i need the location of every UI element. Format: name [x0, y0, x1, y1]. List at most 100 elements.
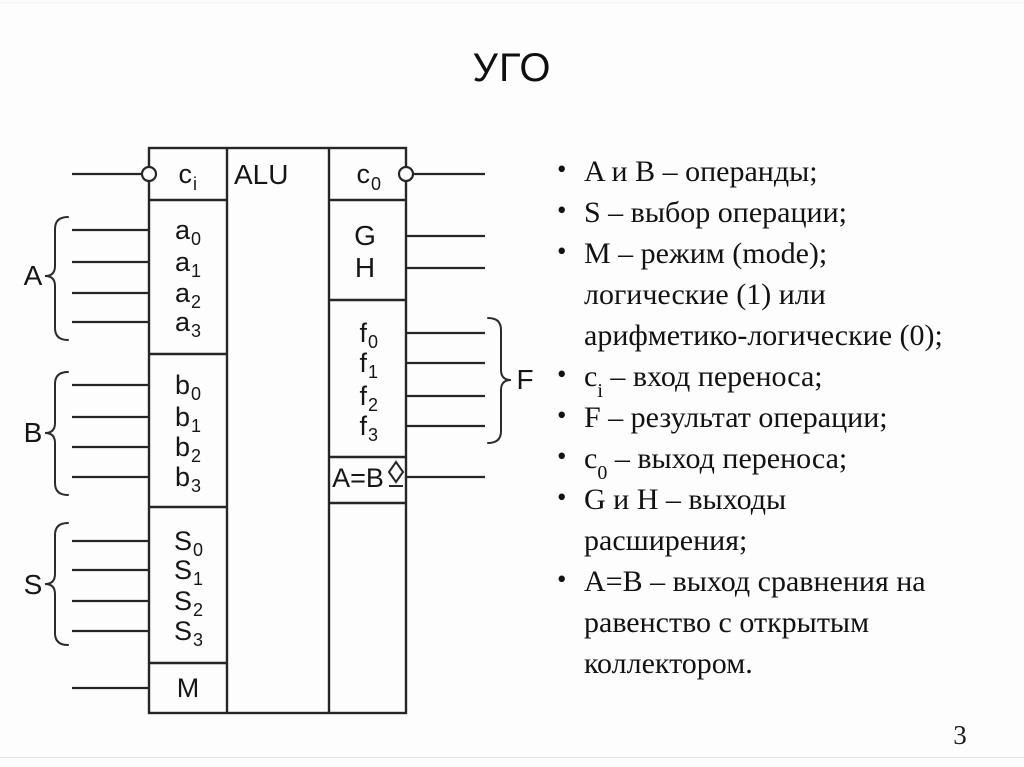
bullet-item-m: • M – режим (mode); логические (1) или а… — [556, 233, 1018, 356]
pin-label-g: G — [354, 220, 376, 251]
pin-label-s0-sub: 0 — [193, 540, 203, 560]
brace-b — [44, 371, 69, 496]
brace-f — [487, 317, 512, 444]
pin-label-c0-base: c — [357, 159, 371, 189]
open-collector-diamond — [387, 460, 405, 484]
ci-rest: – вход переноса; — [602, 360, 823, 393]
bullet-item-c0: • c0 – выход переноса; — [556, 438, 1018, 483]
pin-label-f2-sub: 2 — [368, 395, 378, 415]
pin-label-a2-base: a — [175, 278, 191, 308]
bullet-item-gh: • G и H – выходы расширения; — [556, 479, 1018, 561]
pin-label-b3-sub: 3 — [191, 476, 201, 496]
pin-label-f0-base: f — [359, 318, 367, 348]
right-pin-labels: c 0 G H f 0 f 1 f 2 f 3 A=B — [332, 159, 384, 493]
bullet-line: c0 – выход переноса; — [584, 438, 1018, 483]
pin-label-s0-base: S — [174, 526, 192, 556]
pin-label-b2-sub: 2 — [191, 446, 201, 466]
c0-pin-circle — [397, 165, 415, 183]
page-number: 3 — [953, 720, 967, 750]
bullet-line: M – режим (mode); — [584, 237, 828, 270]
pin-label-b2-base: b — [175, 432, 190, 462]
bullet-marker: • — [557, 154, 567, 184]
alu-symbol-diagram: ALU c i a 0 a 1 a 2 a 3 b 0 b 1 b 2 b 3 … — [24, 146, 534, 715]
alu-label: ALU — [234, 159, 288, 190]
pin-label-a3-sub: 3 — [191, 321, 201, 341]
bullet-line: ci – вход переноса; — [584, 356, 1018, 401]
bullet-line: расширения; — [584, 524, 748, 557]
pin-label-ci-sub: i — [193, 174, 197, 194]
bullet-line: логические (1) или — [584, 278, 826, 311]
c0-base: c — [584, 442, 598, 475]
group-label-a: A — [24, 260, 43, 291]
pin-label-s3-sub: 3 — [193, 630, 203, 650]
pin-label-s1-base: S — [174, 555, 192, 585]
bullet-line: коллектором. — [584, 647, 753, 680]
pin-label-a0-base: a — [175, 215, 191, 245]
bullet-line: S – выбор операции; — [584, 196, 847, 229]
bullet-marker: • — [557, 564, 567, 594]
c0-rest: – выход переноса; — [607, 442, 848, 475]
pin-label-b3-base: b — [175, 462, 190, 492]
bullet-marker: • — [557, 236, 567, 266]
slide-top-border — [0, 2, 1024, 3]
bullet-line: F – результат операции; — [584, 401, 888, 434]
bullet-marker: • — [557, 482, 567, 512]
bullet-line: равенство с открытым — [584, 606, 870, 639]
alu-body — [147, 146, 408, 715]
group-labels: A B S F — [24, 260, 534, 600]
c0-sub: 0 — [597, 462, 608, 484]
ci-pin-circle — [140, 165, 158, 183]
pin-label-f2-base: f — [359, 381, 367, 411]
bullet-marker: • — [557, 359, 567, 389]
bullet-item-s: • S – выбор операции; — [556, 192, 1018, 233]
group-label-s: S — [24, 569, 43, 600]
pin-label-s3-base: S — [174, 616, 192, 646]
bullet-marker: • — [557, 441, 567, 471]
left-pin-labels: c i a 0 a 1 a 2 a 3 b 0 b 1 b 2 b 3 S 0 … — [174, 159, 203, 703]
pin-label-h: H — [355, 252, 375, 283]
pin-label-b1-base: b — [175, 402, 190, 432]
bullet-item-f: • F – результат операции; — [556, 397, 1018, 438]
ci-base: c — [584, 360, 598, 393]
pin-label-s2-base: S — [174, 586, 192, 616]
bullet-line: A и B – операнды; — [584, 155, 818, 188]
pin-label-aeqb: A=B — [332, 463, 384, 493]
pin-label-c0-sub: 0 — [371, 174, 381, 194]
pin-label-ci-base: c — [179, 159, 193, 189]
pin-label-f1-sub: 1 — [368, 362, 378, 382]
pin-label-a1-base: a — [175, 247, 191, 277]
brace-s — [44, 522, 69, 646]
bullet-marker: • — [557, 195, 567, 225]
group-label-b: B — [24, 417, 43, 448]
brace-a — [44, 216, 69, 341]
pin-label-m: M — [177, 673, 200, 703]
pin-label-a0-sub: 0 — [191, 229, 201, 249]
pin-label-s2-sub: 2 — [193, 600, 203, 620]
group-label-f: F — [516, 364, 533, 395]
bullet-marker: • — [557, 400, 567, 430]
input-wires — [72, 172, 149, 690]
ci-sub: i — [597, 380, 603, 402]
bullet-line: G и H – выходы — [584, 483, 787, 516]
pin-label-a3-base: a — [175, 307, 191, 337]
bullet-line: A=B – выход сравнения на — [584, 565, 926, 598]
bullet-item-ci: • ci – вход переноса; — [556, 356, 1018, 401]
pin-label-s1-sub: 1 — [193, 569, 203, 589]
pin-label-f1-base: f — [359, 348, 367, 378]
pin-label-b1-sub: 1 — [191, 416, 201, 436]
bullet-item-aeqb: • A=B – выход сравнения на равенство с о… — [556, 561, 1018, 684]
pin-label-a1-sub: 1 — [191, 261, 201, 281]
bullet-list: • A и B – операнды; • S – выбор операции… — [556, 151, 1018, 684]
bullet-item-operands: • A и B – операнды; — [556, 151, 1018, 192]
output-wires — [406, 172, 485, 479]
pin-label-b0-sub: 0 — [191, 384, 201, 404]
pin-label-b0-base: b — [175, 370, 190, 400]
group-braces — [44, 216, 512, 646]
alu-block-outline — [147, 146, 408, 715]
pin-label-a2-sub: 2 — [191, 292, 201, 312]
pin-label-f3-base: f — [359, 411, 367, 441]
bullet-line: арифметико-логические (0); — [584, 319, 943, 352]
page-title: УГО — [472, 46, 552, 90]
open-collector-icon — [387, 460, 405, 487]
